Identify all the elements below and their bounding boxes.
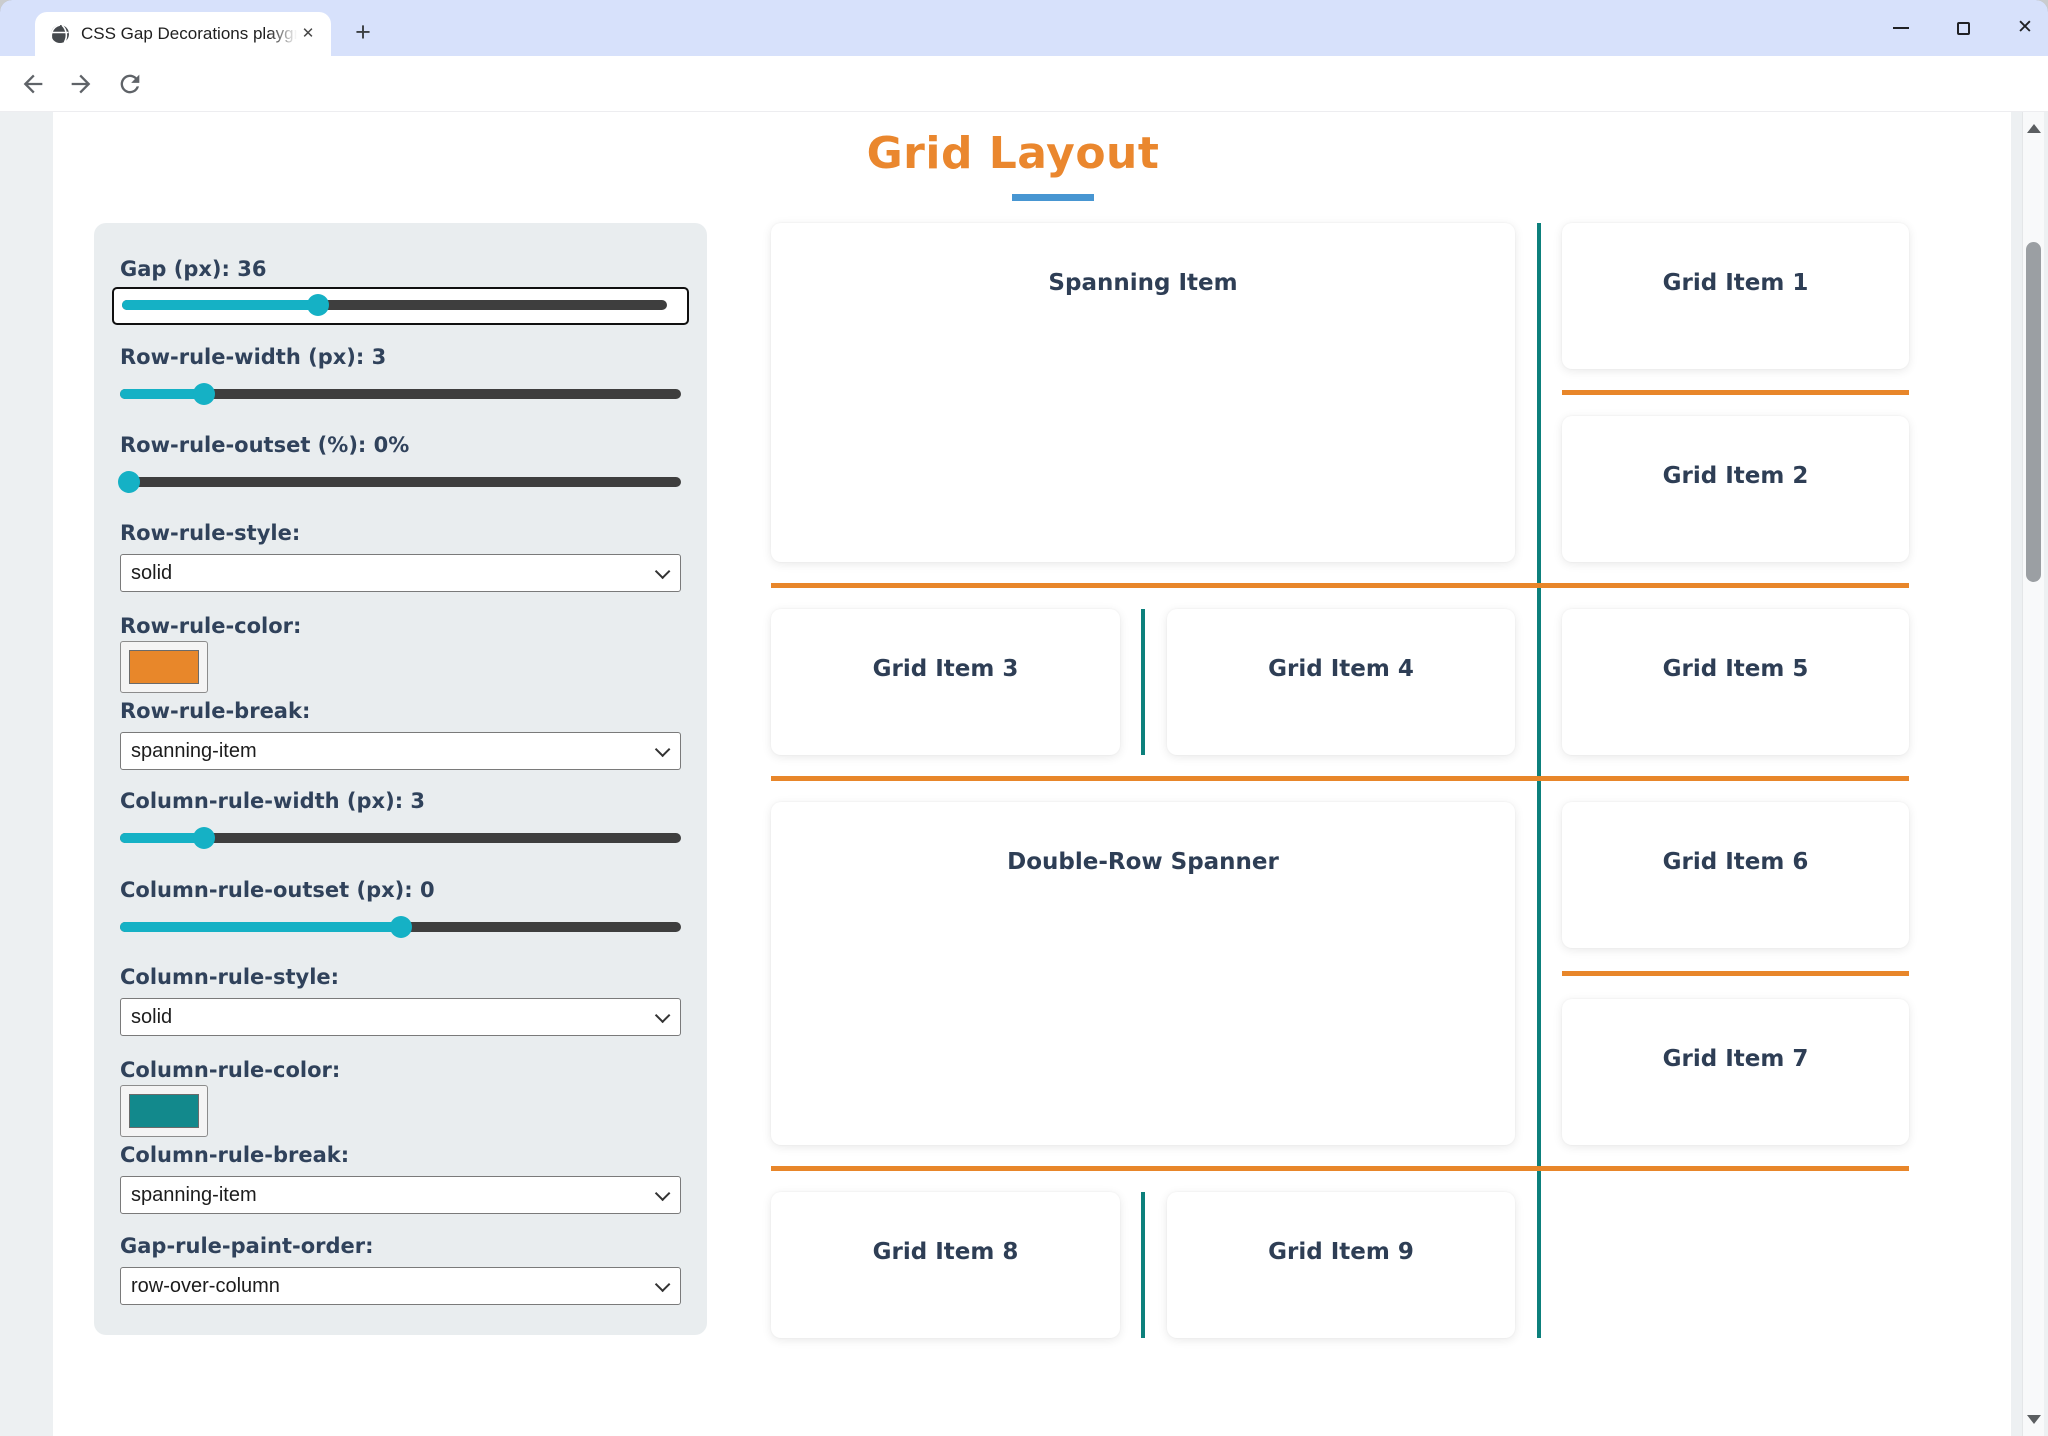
grid-card-5: Grid Item 5 xyxy=(1562,609,1909,755)
row-rule xyxy=(1562,390,1909,395)
minimize-button[interactable] xyxy=(1892,19,1910,37)
row-rule-outset-label: Row-rule-outset (%): 0% xyxy=(120,433,410,457)
window-controls: ✕ xyxy=(1892,0,2034,56)
scrollbar-thumb[interactable] xyxy=(2026,242,2041,582)
page-title: Grid Layout xyxy=(866,128,1160,179)
row-rule-color-picker[interactable] xyxy=(120,641,208,693)
grid-card-2: Grid Item 2 xyxy=(1562,416,1909,562)
column-rule-break-label: Column-rule-break: xyxy=(120,1143,350,1167)
maximize-icon xyxy=(1956,21,1970,35)
column-rule xyxy=(1141,609,1145,755)
row-rule-break-select[interactable]: spanning-item xyxy=(120,732,681,770)
column-rule-width-label: Column-rule-width (px): 3 xyxy=(120,789,426,813)
slider-fill xyxy=(120,922,401,932)
gap-rule-paint-order-select[interactable]: row-over-column xyxy=(120,1267,681,1305)
browser-toolbar: microsoftedge.github.io/Demos/css-gap-de… xyxy=(0,56,2048,160)
row-rule-width-slider[interactable] xyxy=(120,383,681,405)
row-rule-break-label: Row-rule-break: xyxy=(120,699,311,723)
forward-button[interactable] xyxy=(67,70,95,98)
browser-tab[interactable]: CSS Gap Decorations playgroun ✕ xyxy=(35,12,331,56)
page-content: Grid Layout Gap (px): 36 Row-rule-wi xyxy=(53,112,2011,1436)
slider-fill xyxy=(122,300,319,310)
row-rule-width-label: Row-rule-width (px): 3 xyxy=(120,345,387,369)
grid-card-4: Grid Item 4 xyxy=(1167,609,1515,755)
selected-value: spanning-item xyxy=(131,1183,257,1206)
row-rule-style-select[interactable]: solid xyxy=(120,554,681,592)
globe-favicon-icon xyxy=(50,24,69,44)
tab-strip: CSS Gap Decorations playgroun ✕ + ✕ xyxy=(0,0,2048,56)
selected-value: solid xyxy=(131,1005,173,1028)
slider-thumb[interactable] xyxy=(307,294,330,316)
webpage: Grid Layout Gap (px): 36 Row-rule-wi xyxy=(0,112,2048,1436)
selected-value: spanning-item xyxy=(131,739,257,762)
scroll-down-icon[interactable] xyxy=(2027,1415,2041,1424)
close-window-button[interactable]: ✕ xyxy=(2016,17,2034,38)
slider-thumb[interactable] xyxy=(389,916,412,938)
new-tab-button[interactable]: + xyxy=(355,17,371,47)
row-rule xyxy=(1562,971,1909,976)
selected-value: solid xyxy=(131,561,173,584)
grid-card-spanning-item: Spanning Item xyxy=(771,223,1515,562)
grid-card-9: Grid Item 9 xyxy=(1167,1192,1515,1338)
gap-slider-label: Gap (px): 36 xyxy=(120,257,267,281)
grid-card-3: Grid Item 3 xyxy=(771,609,1120,755)
row-rule-color-label: Row-rule-color: xyxy=(120,614,302,638)
slider-thumb[interactable] xyxy=(193,383,216,405)
row-rule-outset-slider[interactable] xyxy=(118,471,681,493)
scroll-up-icon[interactable] xyxy=(2027,124,2041,133)
column-rule-outset-label: Column-rule-outset (px): 0 xyxy=(120,878,435,902)
column-rule-color-picker[interactable] xyxy=(120,1085,208,1137)
options-panel: Gap (px): 36 Row-rule-width (px): 3 xyxy=(94,223,707,1335)
chevron-down-icon xyxy=(654,1276,671,1292)
row-rule xyxy=(771,776,1909,781)
chevron-down-icon xyxy=(654,1007,671,1023)
row-rule xyxy=(771,1166,1909,1171)
slider-thumb[interactable] xyxy=(193,827,216,849)
close-icon: ✕ xyxy=(2017,17,2033,38)
slider-track[interactable] xyxy=(120,389,681,399)
chevron-down-icon xyxy=(654,563,671,579)
column-rule xyxy=(1141,1192,1145,1338)
slider-fill xyxy=(120,389,205,399)
reload-button[interactable] xyxy=(116,70,144,98)
color-swatch-teal xyxy=(129,1094,199,1128)
row-rule-style-label: Row-rule-style: xyxy=(120,521,301,545)
gap-slider-focus-ring xyxy=(112,287,689,325)
grid-card-7: Grid Item 7 xyxy=(1562,999,1909,1145)
gap-slider[interactable] xyxy=(122,294,667,316)
title-underline xyxy=(1012,194,1094,201)
grid-card-1: Grid Item 1 xyxy=(1562,223,1909,369)
selected-value: row-over-column xyxy=(131,1274,280,1297)
tab-close-icon[interactable]: ✕ xyxy=(301,25,315,42)
chevron-down-icon xyxy=(654,741,671,757)
grid-card-8: Grid Item 8 xyxy=(771,1192,1120,1338)
back-button[interactable] xyxy=(19,70,47,98)
column-rule-color-label: Column-rule-color: xyxy=(120,1058,341,1082)
maximize-button[interactable] xyxy=(1954,19,1972,37)
tab-title: CSS Gap Decorations playgroun xyxy=(81,23,297,45)
grid-demo: Spanning Item Grid Item 1 Grid Item 2 Gr… xyxy=(771,223,1909,1338)
slider-track[interactable] xyxy=(120,833,681,843)
slider-fill xyxy=(120,833,205,843)
gap-rule-paint-order-label: Gap-rule-paint-order: xyxy=(120,1234,374,1258)
column-rule-style-label: Column-rule-style: xyxy=(120,965,340,989)
vertical-scrollbar[interactable] xyxy=(2022,112,2044,1436)
column-rule-outset-slider[interactable] xyxy=(120,916,681,938)
slider-thumb[interactable] xyxy=(118,471,140,493)
column-rule-break-select[interactable]: spanning-item xyxy=(120,1176,681,1214)
chevron-down-icon xyxy=(654,1185,671,1201)
color-swatch-orange xyxy=(129,650,199,684)
minimize-icon xyxy=(1893,27,1909,29)
slider-track[interactable] xyxy=(120,477,681,487)
grid-card-6: Grid Item 6 xyxy=(1562,802,1909,948)
column-rule-width-slider[interactable] xyxy=(120,827,681,849)
row-rule xyxy=(771,583,1909,588)
column-rule-style-select[interactable]: solid xyxy=(120,998,681,1036)
slider-track[interactable] xyxy=(122,300,667,310)
grid-card-double-row-spanner: Double-Row Spanner xyxy=(771,802,1515,1145)
